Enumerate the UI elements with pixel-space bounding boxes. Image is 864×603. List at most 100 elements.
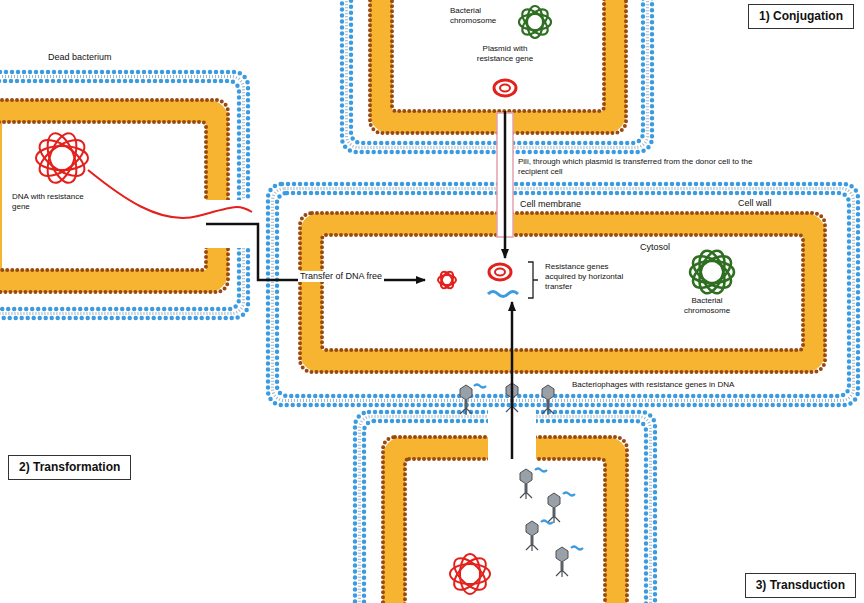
dna-loop <box>460 554 480 594</box>
recipient-cell: Cell wall Cell membraneCytosolBacterial c… <box>268 184 858 405</box>
dna-loop <box>450 564 490 584</box>
annotation-label-holder: Pili, through which plasmid is transferr… <box>518 157 768 177</box>
bacteriophage <box>526 521 538 551</box>
cell-label-holder: Cell membrane <box>520 199 600 210</box>
dna-loop <box>34 133 90 182</box>
cell-label-holder: Bacteriophages with resistance genes in … <box>572 380 782 390</box>
cell-label: Cytosol <box>640 242 685 253</box>
box-label: 2) Transformation <box>19 460 120 475</box>
chromosome-loop <box>695 248 730 297</box>
phage-dna <box>563 493 575 496</box>
membrane-dots <box>0 122 206 270</box>
plasmid-ring <box>489 264 511 280</box>
membrane-dots <box>0 100 228 292</box>
dna-loop <box>449 553 491 595</box>
cell-label: Bacteriophages with resistance genes in … <box>572 380 782 390</box>
plasmid-ring <box>500 85 510 92</box>
outer-membrane <box>0 81 239 309</box>
cell-label-holder: Bacterial chromosome <box>672 296 742 316</box>
cell-label-holder: Dead bacterium <box>48 52 158 63</box>
donor-cell: Bacterial chromosomePlasmid with resista… <box>394 0 602 111</box>
dna-loop <box>42 129 82 186</box>
dna-loop <box>438 270 456 291</box>
cell-label: Plasmid with resistance gene <box>469 44 541 64</box>
bacteriophage <box>520 469 532 499</box>
cell-wall-band <box>394 448 616 603</box>
dead-bacterium-envelope <box>0 72 260 318</box>
edge-label-holder: Transfer of DNA free <box>241 265 441 283</box>
cell-label: Cell wall <box>738 198 798 209</box>
cell-wall-band <box>311 224 814 361</box>
chromosome-loop <box>518 5 552 39</box>
process-box: 3) Transduction <box>745 573 856 598</box>
outer-membrane <box>277 193 849 396</box>
cell-wall-band <box>381 0 615 122</box>
cell-label-holder: Resistance genes acquired by horizontal … <box>545 262 640 292</box>
membrane-dots <box>392 0 604 111</box>
process-box: 1) Conjugation <box>748 4 854 29</box>
bracket <box>528 262 538 298</box>
chromosome <box>518 5 552 39</box>
dna-loop <box>34 133 90 182</box>
membrane-dots <box>322 235 803 350</box>
cell-label: Resistance genes acquired by horizontal … <box>545 262 640 292</box>
dna-loop <box>438 270 456 291</box>
acquired-dna <box>438 270 456 291</box>
phage-dna <box>488 292 518 297</box>
chromosome-loop <box>518 5 552 39</box>
box-label: 1) Conjugation <box>759 9 843 24</box>
membrane-dots <box>405 459 605 603</box>
annotation-label: Pili, through which plasmid is transferr… <box>518 157 768 177</box>
chromosome-loop <box>695 248 730 297</box>
phage-dna <box>474 385 583 550</box>
process-box: 2) Transformation <box>8 455 131 480</box>
phage-dna <box>571 547 583 550</box>
arrow-connector <box>504 111 507 258</box>
dna-strand <box>88 170 252 218</box>
infected-cell-envelope <box>355 409 655 603</box>
resistance-genes-group: Resistance genes acquired by horizontal … <box>425 258 640 302</box>
outer-membrane <box>0 72 248 318</box>
arrow-connector <box>511 302 514 459</box>
lipid-tails <box>273 189 854 401</box>
membrane-dots <box>300 213 825 372</box>
chromosome-loop <box>688 250 737 294</box>
cell-label-holder: Cell wall <box>738 198 798 209</box>
cell-label-holder: Bacterial chromosome <box>450 6 508 26</box>
dna-loop <box>42 129 82 186</box>
dead-bacterium: Dead bacteriumDNA with resistance gene <box>0 122 206 270</box>
bacteriophage <box>556 547 568 577</box>
phage-infected-cell: Bacteriophages with resistance genes in … <box>405 459 605 603</box>
outer-membrane <box>268 184 858 405</box>
cell-label: Bacterial chromosome <box>450 6 508 26</box>
cell-label-holder: Cytosol <box>640 242 685 253</box>
acquired-plasmid <box>489 264 511 280</box>
cell-wall-band <box>0 111 217 281</box>
free-dna <box>34 129 252 218</box>
phage-dna <box>535 469 547 472</box>
bacteriophage <box>542 385 554 415</box>
cell-label: DNA with resistance gene <box>12 192 86 212</box>
cell-label: Bacterial chromosome <box>672 296 742 316</box>
phage-dna <box>474 385 486 388</box>
phage-dna <box>541 521 553 524</box>
cell-label-holder: DNA with resistance gene <box>12 192 86 212</box>
plasmid-ring <box>494 80 516 96</box>
cell-label: Dead bacterium <box>48 52 158 63</box>
recipient-cell-envelope <box>268 184 858 405</box>
bacteriophage <box>548 493 560 523</box>
dna-loop <box>449 553 491 595</box>
chromosome <box>688 248 737 297</box>
injected-dna <box>449 553 491 595</box>
plasmid-ring <box>495 269 505 276</box>
bacteriophage <box>460 385 472 415</box>
cell-label-holder: Plasmid with resistance gene <box>469 44 541 64</box>
plasmid <box>494 80 516 96</box>
cell-label: Cell membrane <box>520 199 600 210</box>
chromosome-loop <box>688 250 737 294</box>
edge-label: Transfer of DNA free <box>298 271 384 282</box>
box-label: 3) Transduction <box>756 578 845 593</box>
